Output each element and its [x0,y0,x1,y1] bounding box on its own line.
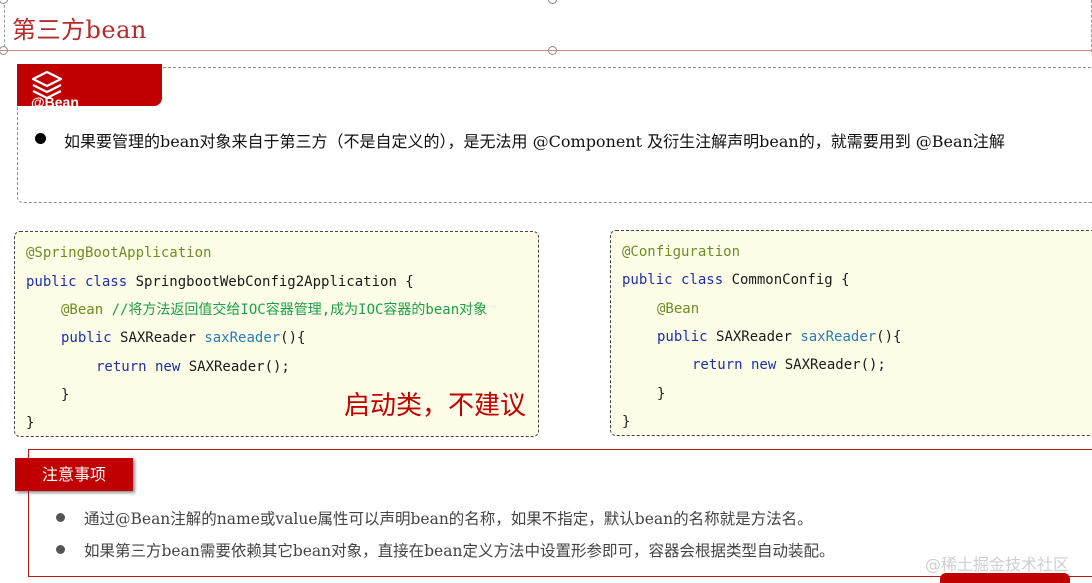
bean-description-box [17,67,1092,203]
code-brace: } [26,415,35,431]
code-punct: (){ [876,329,902,345]
bullet-icon [35,133,46,144]
layers-icon [31,70,63,100]
code-statement: SAXReader(); [188,359,290,375]
note-item: 通过@Bean注解的name或value属性可以声明bean的名称，如果不指定，… [84,510,813,528]
resize-handle-top-middle[interactable] [548,0,557,4]
note-item: 如果第三方bean需要依赖其它bean对象，直接在bean定义方法中设置形参即可… [84,542,835,560]
code-keyword: public [61,330,121,346]
code-keyword: public class [26,274,136,290]
note-bullet-icon [56,545,65,554]
code-keyword: public class [622,272,732,288]
code-block-application: @SpringBootApplication public class Spri… [14,231,539,437]
code-class-decl: SpringbootWebConfig2Application { [135,274,414,290]
code-comment: //将方法返回值交给IOC容器管理,成为IOC容器的bean对象 [111,302,488,318]
code-brace: } [622,414,631,430]
code-punct: (){ [280,330,306,346]
code-keyword: return new [96,359,189,375]
slide-title[interactable]: 第三方bean [12,16,147,44]
code-annotation: @Bean [61,302,112,318]
notes-box [28,449,1092,577]
code-type: SAXReader [120,330,205,346]
watermark: @稀土掘金技术社区 [925,555,1070,574]
corner-decoration [940,573,1070,583]
code-statement: SAXReader(); [784,357,886,373]
code-method-name: saxReader [204,330,281,346]
code-type: SAXReader [716,329,801,345]
notes-tab: 注意事项 [15,458,133,491]
bean-bullet-text: 如果要管理的bean对象来自于第三方（不是自定义的），是无法用 @Compone… [64,132,1005,151]
bean-tab [17,64,162,106]
title-divider [0,50,1092,51]
code-brace: } [657,386,666,402]
code-keyword: return new [692,357,785,373]
code-annotation: @Configuration [622,244,741,260]
code-method-name: saxReader [800,329,877,345]
code-keyword: public [657,329,717,345]
code-annotation: @SpringBootApplication [26,245,212,261]
selection-edge-left [4,0,5,52]
code-brace: } [61,387,70,403]
startup-class-note: 启动类，不建议 [344,391,527,421]
code-annotation: @Bean [657,301,700,317]
code-block-configuration: @Configuration public class CommonConfig… [610,230,1092,436]
resize-handle-top-left[interactable] [0,0,8,4]
note-bullet-icon [56,513,65,522]
code-class-decl: CommonConfig { [731,272,850,288]
bean-tab-label: @Bean [31,94,79,106]
